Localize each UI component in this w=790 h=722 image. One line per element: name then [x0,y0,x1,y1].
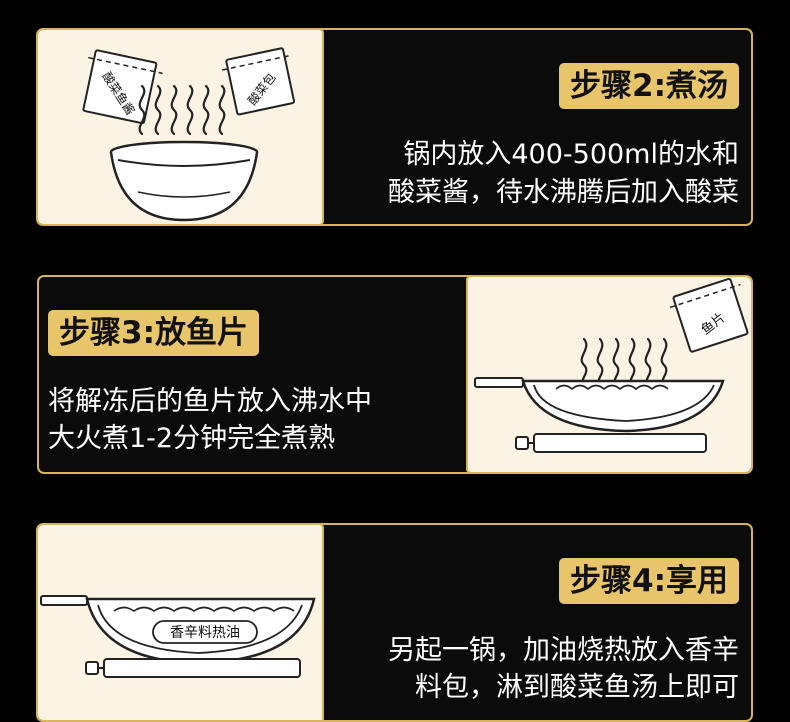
step-2-illustration: 酸菜鱼酱 酸菜包 [38,30,324,224]
step-4-card: 香辛料热油 步骤4:享用 另起一锅，加油烧热放入香辛 料包，淋到酸菜鱼汤上即可 [36,523,753,722]
step-4-illustration: 香辛料热油 [38,525,324,720]
bowl-with-packets-icon: 酸菜鱼酱 酸菜包 [82,47,296,222]
step-3-illustration: 鱼片 [466,277,751,472]
step-3-title: 步骤3:放鱼片 [48,310,259,356]
oil-label: 香辛料热油 [170,625,240,641]
step-3-line-2: 大火煮1-2分钟完全煮熟 [48,423,336,454]
step-4-line-1: 另起一锅，加油烧热放入香辛 [388,635,739,666]
step-2-line-1: 锅内放入400-500ml的水和 [403,139,739,170]
step-2-card: 酸菜鱼酱 酸菜包 步骤2:煮汤 锅内放入400- [36,28,753,226]
step-3-line-1: 将解冻后的鱼片放入沸水中 [48,386,372,417]
step-2-title: 步骤2:煮汤 [559,63,739,109]
step-4-line-2: 料包，淋到酸菜鱼汤上即可 [415,672,739,703]
step-4-title: 步骤4:享用 [559,558,739,604]
wok-with-hot-oil-icon: 香辛料热油 [40,595,316,678]
step-3-card: 步骤3:放鱼片 将解冻后的鱼片放入沸水中 大火煮1-2分钟完全煮熟 鱼片 [37,275,753,474]
wok-with-fish-packet-icon: 鱼片 [474,277,749,453]
step-2-line-2: 酸菜酱，待水沸腾后加入酸菜 [388,177,739,208]
